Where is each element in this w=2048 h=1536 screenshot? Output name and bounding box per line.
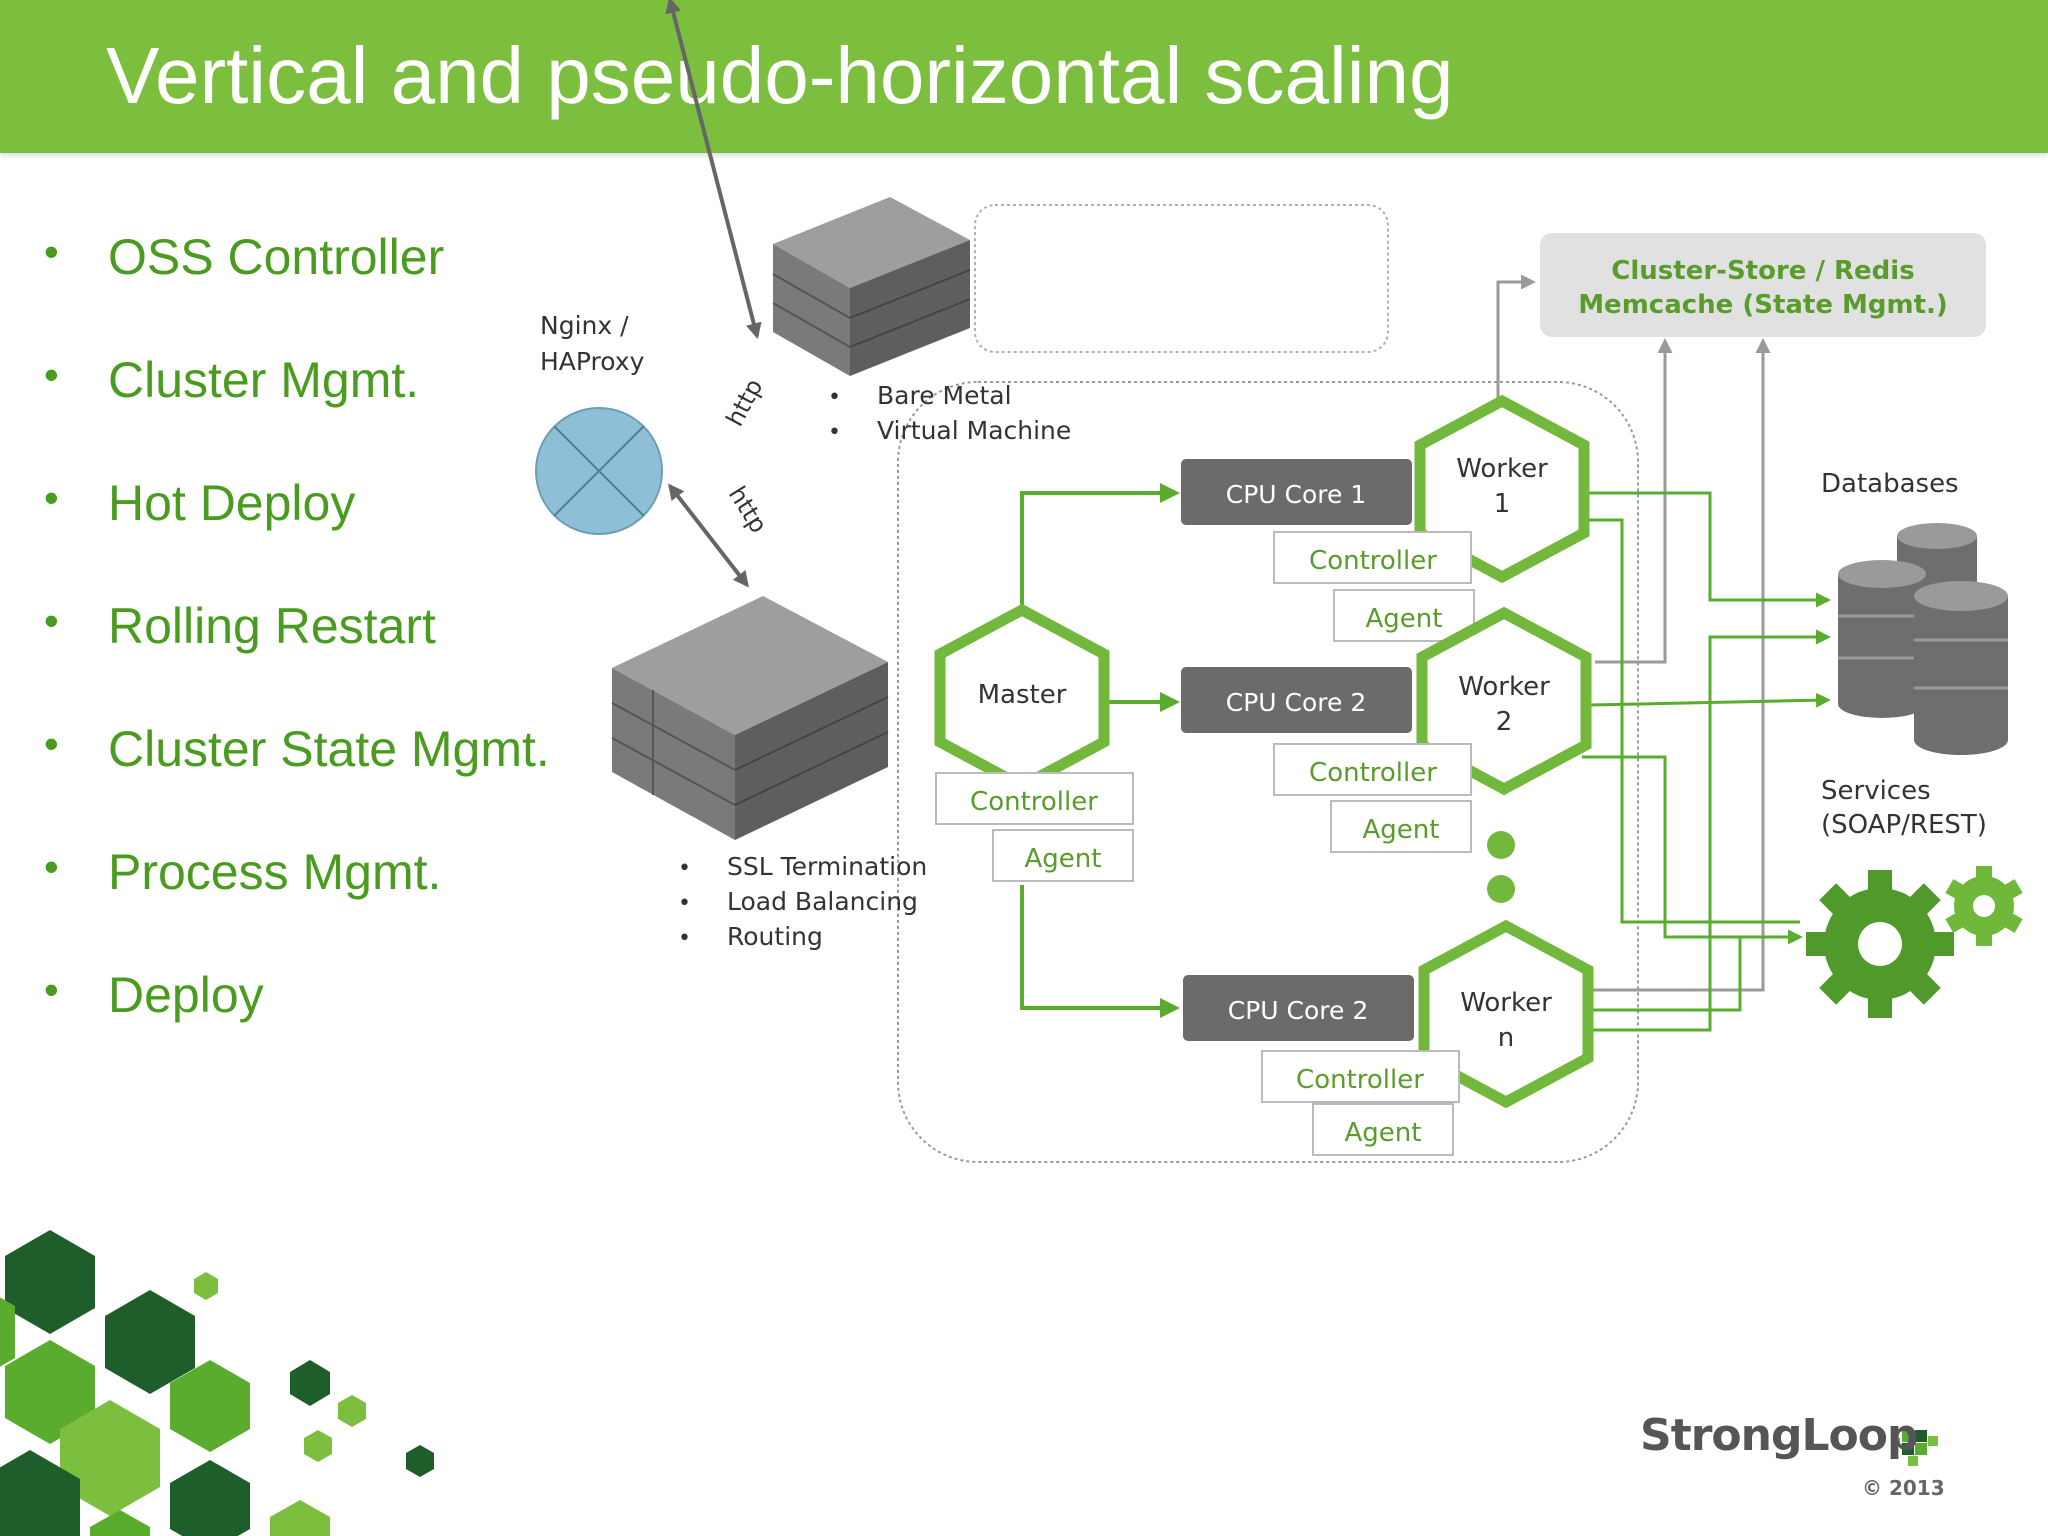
- http-arrow-bottom: [668, 483, 749, 588]
- database-cylinder-icon: [1838, 560, 1926, 718]
- http-label-bottom: http: [723, 481, 773, 538]
- list-bullet: •: [828, 385, 841, 410]
- master-agent-box: [992, 829, 1134, 882]
- bullet-text: Rolling Restart: [108, 598, 436, 654]
- workern-controller-label: Controller: [1296, 1065, 1424, 1095]
- gear-icon: [1806, 870, 1954, 1018]
- worker2-index: 2: [1496, 707, 1513, 737]
- proxy-feature-1: SSL Termination: [727, 852, 927, 881]
- placeholder-box: [974, 204, 1389, 353]
- master-arrow-core1: [1020, 483, 1180, 613]
- master-agent-label: Agent: [1025, 844, 1102, 874]
- master-controller-box: [935, 772, 1134, 825]
- workern-controller-box: [1261, 1050, 1460, 1103]
- database-cylinder-icon: [1914, 581, 2008, 755]
- worker2-agent-label: Agent: [1363, 815, 1440, 845]
- bare-metal-item-1: Bare Metal: [877, 381, 1012, 410]
- proxy-label-line2: HAProxy: [540, 347, 645, 376]
- bullet-dot: •: [44, 597, 59, 644]
- ellipsis-dot: [1487, 875, 1515, 903]
- workern-arrow-services: [1590, 937, 1742, 1012]
- list-bullet: •: [678, 856, 691, 881]
- bullet-text: Cluster Mgmt.: [108, 352, 420, 408]
- proxy-feature-2: Load Balancing: [727, 887, 918, 916]
- worker2-controller-box: [1273, 743, 1472, 796]
- worker1-agent-box: [1333, 589, 1475, 642]
- bullet-dot: •: [44, 228, 59, 275]
- worker1-index: 1: [1494, 489, 1511, 519]
- bullet-text: Process Mgmt.: [108, 844, 442, 900]
- bullet-dot: •: [44, 351, 59, 398]
- cluster-store-line2: Memcache (State Mgmt.): [1578, 290, 1948, 320]
- gear-icon: [1945, 866, 2023, 946]
- title-bar: Vertical and pseudo-horizontal scaling: [0, 0, 2048, 153]
- cpu-core-label: CPU Core 1: [1226, 480, 1367, 509]
- http-arrow-top: [665, 0, 762, 340]
- ellipsis-dot: [1487, 831, 1515, 859]
- list-bullet: •: [828, 420, 841, 445]
- decorative-hexagons: [0, 1230, 434, 1536]
- copyright-text: © 2013: [1862, 1476, 1945, 1500]
- proxy-label-line1: Nginx /: [540, 311, 629, 340]
- store-arrow-worker2: [1595, 338, 1673, 664]
- cpu-core-label: CPU Core 2: [1228, 996, 1369, 1025]
- bullet-dot: •: [44, 843, 59, 890]
- workern-arrow-db: [1590, 629, 1831, 1032]
- worker2-agent-box: [1330, 800, 1472, 853]
- worker2-arrow-services: [1582, 755, 1803, 945]
- store-arrow-worker1: [1496, 274, 1536, 400]
- workern-label: Worker: [1460, 988, 1552, 1018]
- bullet-dot: •: [44, 966, 59, 1013]
- cluster-boundary: [897, 381, 1639, 1163]
- worker2-label: Worker: [1458, 672, 1550, 702]
- worker1-agent-label: Agent: [1366, 604, 1443, 634]
- databases-label: Databases: [1821, 469, 1959, 499]
- server-rack-icon: [611, 596, 889, 840]
- services-label-line1: Services: [1821, 776, 1931, 806]
- master-label: Master: [978, 680, 1067, 710]
- workern-agent-label: Agent: [1345, 1118, 1422, 1148]
- store-arrow-workern: [1590, 338, 1771, 992]
- cpu-core-box: [1181, 667, 1412, 733]
- server-rack-icon: [772, 197, 971, 376]
- list-bullet: •: [678, 891, 691, 916]
- bullet-dot: •: [44, 474, 59, 521]
- workern-agent-box: [1312, 1103, 1454, 1156]
- workern-index: n: [1498, 1023, 1514, 1053]
- list-bullet: •: [678, 926, 691, 951]
- services-label-line2: (SOAP/REST): [1821, 810, 1987, 840]
- proxy-feature-3: Routing: [727, 922, 823, 951]
- worker1-controller-label: Controller: [1309, 546, 1437, 576]
- worker1-arrow-db: [1588, 491, 1831, 608]
- bullet-text: Deploy: [108, 967, 264, 1023]
- worker1-controller-box: [1273, 531, 1472, 584]
- worker1-arrow-services: [1588, 518, 1800, 924]
- cpu-core-box: [1183, 975, 1414, 1041]
- stronglooop-cube-icon: [1892, 1430, 1938, 1466]
- cpu-core-label: CPU Core 2: [1226, 688, 1367, 717]
- worker1-label: Worker: [1456, 454, 1548, 484]
- cluster-store-line1: Cluster-Store / Redis: [1611, 256, 1914, 286]
- bullet-text: OSS Controller: [108, 229, 445, 285]
- master-arrow-coren: [1020, 885, 1180, 1018]
- workern-hexagon: [1418, 919, 1594, 1109]
- bare-metal-item-2: Virtual Machine: [877, 416, 1071, 445]
- load-balancer-circle-icon: [535, 407, 663, 535]
- master-controller-label: Controller: [970, 787, 1098, 817]
- http-label-top: http: [721, 374, 769, 431]
- bullet-text: Cluster State Mgmt.: [108, 721, 550, 777]
- bullet-text: Hot Deploy: [108, 475, 356, 531]
- cpu-core-box: [1181, 459, 1412, 525]
- cluster-store-box: [1540, 233, 1986, 337]
- slide-title: Vertical and pseudo-horizontal scaling: [106, 31, 1454, 120]
- bullet-dot: •: [44, 720, 59, 767]
- worker2-controller-label: Controller: [1309, 758, 1437, 788]
- strongloop-logo-text: StrongLoop: [1640, 1410, 1918, 1461]
